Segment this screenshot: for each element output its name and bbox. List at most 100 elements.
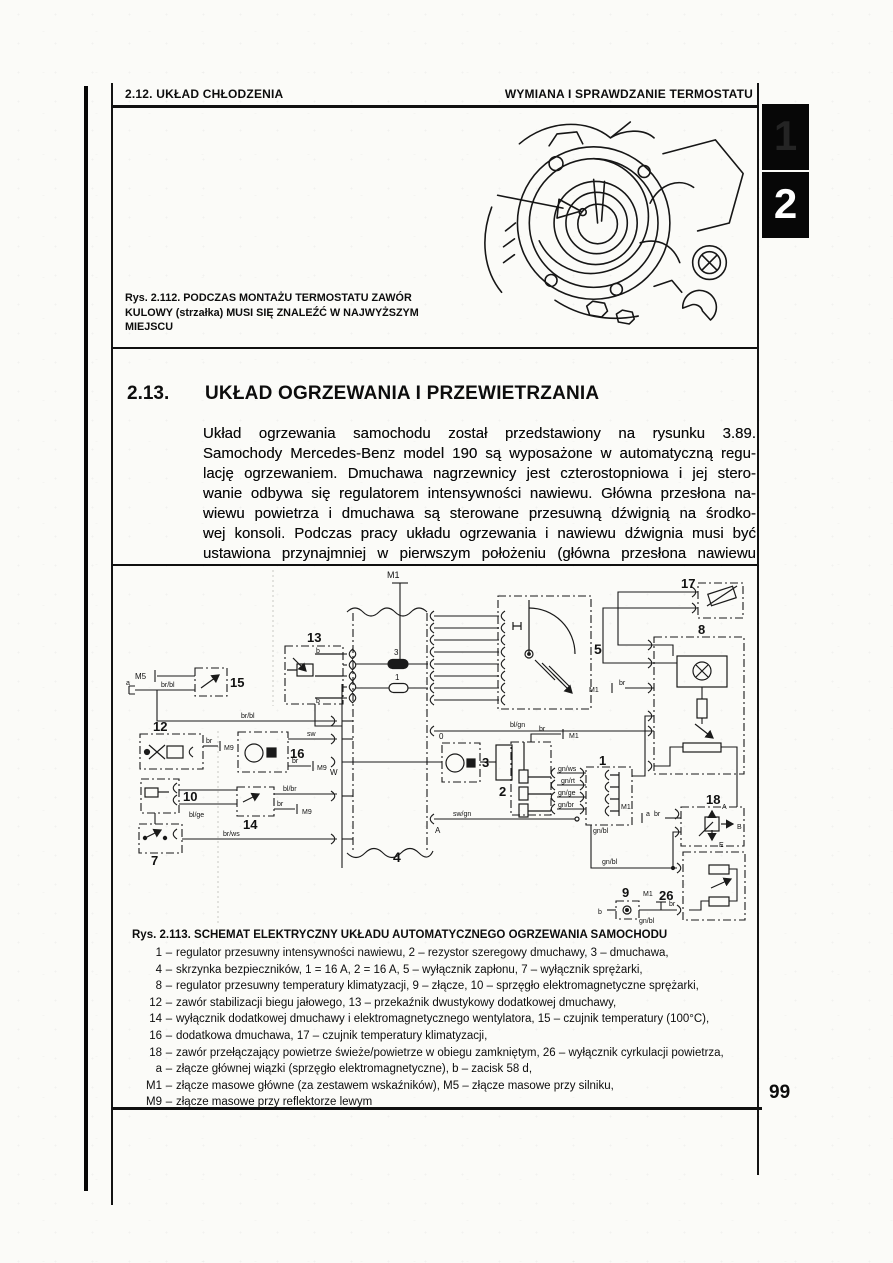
legend-key: a xyxy=(155,1063,162,1076)
legend-text: złącze masowe główne (za zestawem wskaźn… xyxy=(176,1079,614,1092)
diagram-label: 17 xyxy=(681,576,695,591)
legend-text: wyłącznik dodatkowej dmuchawy i elektrom… xyxy=(176,1013,710,1026)
frame-right-line xyxy=(757,83,759,1175)
diagram-label: 16 xyxy=(290,746,304,761)
diagram-label: E xyxy=(719,842,724,849)
diagram-label: gn/bl xyxy=(593,828,609,835)
diagram-label: a xyxy=(126,680,130,687)
diagram-label: bl/ge xyxy=(189,812,204,819)
diagram-label: A xyxy=(722,804,727,811)
chapter-tab-1-label: 1 xyxy=(773,112,798,159)
chapter-tab-2: 2 xyxy=(762,172,809,238)
bottom-rule xyxy=(112,1107,762,1110)
diagram-label: M9 xyxy=(224,745,234,752)
legend-text: zawór przełączający powietrze świeże/pow… xyxy=(176,1046,724,1059)
legend-dash: – xyxy=(165,1063,173,1076)
diagram-label: 15 xyxy=(230,675,244,690)
legend-dash: – xyxy=(165,1096,173,1109)
legend-dash: – xyxy=(165,1029,173,1042)
text-line: MIEJSCU xyxy=(125,321,173,333)
text-line: Samochody Mercedes-Benz model 190 są wyp… xyxy=(203,445,756,462)
diagram-label: gn/rt xyxy=(561,778,575,785)
diagram-wires xyxy=(128,582,738,911)
legend-key: M9 xyxy=(146,1096,162,1109)
diagram-label: br xyxy=(669,901,676,908)
figure-2-113-legend: 1–regulator przesuwny intensywności nawi… xyxy=(132,945,757,1111)
left-margin-bar xyxy=(84,86,88,1191)
diagram-label: 12 xyxy=(153,719,167,734)
legend-key: 1 xyxy=(155,947,162,959)
legend-dash: – xyxy=(165,1046,173,1059)
text-line: wej konsoli. Podczas pracy układu ogrzew… xyxy=(203,525,756,542)
diagram-label: sw/gn xyxy=(453,811,471,818)
legend-row: 18–zawór przełączający powietrze świeże/… xyxy=(132,1045,757,1062)
diagram-label: 13 xyxy=(307,630,321,645)
diagram-symbols xyxy=(142,585,738,915)
legend-key: 4 xyxy=(155,963,162,976)
legend-row: 4–skrzynka bezpieczników, 1 = 16 A, 2 = … xyxy=(132,962,757,979)
diagram-label: 9 xyxy=(622,885,629,900)
diagram-label: gn/bl xyxy=(639,918,655,925)
diagram-label: M1 xyxy=(569,733,579,740)
diagram-label: M1 xyxy=(643,891,653,898)
diagram-label: 14 xyxy=(243,817,258,832)
legend-text: złącze masowe przy reflektorze lewym xyxy=(176,1096,373,1109)
running-header-right: WYMIANA I SPRAWDZANIE TERMOSTATU xyxy=(504,87,753,101)
text-line: Układ ogrzewania samochodu został przeds… xyxy=(203,425,756,442)
diagram-label: b xyxy=(316,698,320,705)
legend-text: zawór stabilizacji biegu jałowego, 13 – … xyxy=(176,996,617,1009)
legend-dash: – xyxy=(165,947,173,959)
diagram-label: br/bl xyxy=(241,713,255,720)
legend-text: regulator przesuwny intensywności nawiew… xyxy=(176,947,669,959)
chapter-tab-1: 1 xyxy=(762,104,809,170)
diagram-label: 2 xyxy=(499,784,506,799)
legend-text: regulator przesuwny temperatury klimatyz… xyxy=(176,980,699,993)
thermostat-illustration xyxy=(484,121,744,325)
legend-key: 14 xyxy=(149,1013,162,1026)
diagram-label: M5 xyxy=(135,672,147,681)
separator-rule-top xyxy=(112,347,757,349)
diagram-label: gn/bl xyxy=(602,859,618,866)
legend-row: a–złącze głównej wiązki (sprzęgło elektr… xyxy=(132,1061,757,1078)
diagram-label: b xyxy=(316,648,320,655)
diagram-label: B xyxy=(737,824,742,831)
legend-dash: – xyxy=(165,996,173,1009)
legend-key: 12 xyxy=(149,996,162,1009)
diagram-label: br xyxy=(539,726,546,733)
diagram-label: gn/ge xyxy=(558,790,576,797)
legend-row: M9–złącze masowe przy reflektorze lewym xyxy=(132,1094,757,1111)
figure-2-112-caption: Rys. 2.112. PODCZAS MONTAŻU TERMOSTATU Z… xyxy=(125,291,485,335)
diagram-label: bl/br xyxy=(283,786,297,793)
diagram-label: 7 xyxy=(151,853,158,868)
diagram-label: br xyxy=(292,758,299,765)
diagram-label: br xyxy=(277,801,284,808)
diagram-label: b xyxy=(598,909,602,916)
legend-row: 12–zawór stabilizacji biegu jałowego, 13… xyxy=(132,995,757,1012)
text-line: wanie odbywa się regulatorem intensywnoś… xyxy=(203,485,756,502)
diagram-label: br/bl xyxy=(161,682,175,689)
diagram-label: M1 xyxy=(621,804,631,811)
diagram-label: br xyxy=(654,811,661,818)
diagram-label: 3 xyxy=(394,648,399,657)
wiring-diagram: M113151216101475178321182694M5abr/blbr/b… xyxy=(126,570,746,925)
diagram-label: M9 xyxy=(317,765,327,772)
text-line: wiewu powietrza i dmuchawa są sterowane … xyxy=(203,505,756,522)
diagram-label: br xyxy=(619,680,626,687)
chapter-tab-2-label: 2 xyxy=(773,180,798,227)
diagram-label: 8 xyxy=(698,622,705,637)
connector-pins xyxy=(172,586,697,916)
section-title: UKŁAD OGRZEWANIA I PRZEWIETRZANIA xyxy=(205,383,600,404)
legend-dash: – xyxy=(165,963,173,976)
legend-row: 14–wyłącznik dodatkowej dmuchawy i elekt… xyxy=(132,1011,757,1028)
legend-row: 16–dodatkowa dmuchawa, 17 – czujnik temp… xyxy=(132,1028,757,1045)
legend-key: 16 xyxy=(149,1029,162,1042)
diagram-label: gn/ws xyxy=(558,766,577,773)
page-number: 99 xyxy=(769,1082,791,1103)
diagram-label: br xyxy=(206,738,213,745)
diagram-label: a xyxy=(646,811,650,818)
legend-row: 1–regulator przesuwny intensywności nawi… xyxy=(132,945,757,962)
legend-dash: – xyxy=(165,1079,173,1092)
text-line: Rys. 2.112. PODCZAS MONTAŻU TERMOSTATU Z… xyxy=(125,292,412,304)
